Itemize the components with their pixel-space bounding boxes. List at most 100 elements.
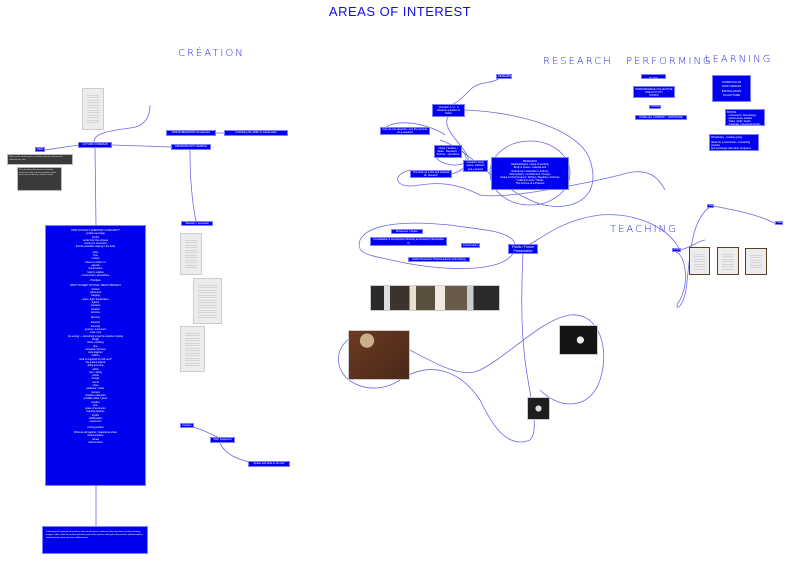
node-performing-place[interactable]: PLACE [649,105,661,109]
question-list-line: form [93,403,98,407]
learning-line: CURRICULUM [722,80,741,85]
question-list-line: documentation [87,434,104,438]
node-research-artistic[interactable]: Artistic Research: Practice-based method… [408,257,470,262]
question-list-line: body in relation [87,270,104,274]
photo-cards-image[interactable] [559,325,598,355]
question-list-line: experiment [89,420,102,424]
learning-line: BOOKS [727,110,737,114]
photo-cards-image[interactable] [527,397,550,420]
node-performing-prototype[interactable]: PROTOTYPE PLANS [641,74,666,79]
learning-line: Ideas for a curriculum / a teaching prac… [711,140,751,147]
teaching-sketch-image[interactable] [745,248,767,275]
node-learning-books[interactable]: BOOKS· movement / dramaturgy· performanc… [725,109,765,126]
document-image[interactable] [82,88,104,130]
node-teaching-talk[interactable]: Talk [775,221,783,225]
question-list-line: structure [90,310,101,314]
learning-line: · materials / structural design [727,123,761,126]
performing-line: PERFORMANCE COLLECTIVE [635,87,673,91]
node-happened[interactable]: Well, happened [210,437,235,443]
note-card[interactable]: Text describing the process of creation,… [17,167,62,191]
node-crossing[interactable]: CROSSING INTO SEARCH [171,144,211,150]
node-next[interactable]: Space and what to do next [248,461,290,467]
section-heading-creation: CRÉATION [178,48,245,59]
node-research-outline[interactable]: how we can describe / see the process as… [380,127,430,135]
question-list-line: words from the process [83,238,108,242]
node-studio[interactable]: A STUDIO IN BERLIN [78,142,112,148]
question-list-line: sound [92,380,99,384]
question-list-line: practice [91,400,100,404]
question-list-line: hanging [91,294,100,298]
question-list-line: ethics [92,367,99,371]
note-card[interactable]: Notes on the studio practice, working me… [7,154,73,165]
question-list-line: what remains [88,440,103,444]
node-glossary[interactable]: Glossary / exercises [181,221,213,226]
node-research-conversation[interactable]: Conversation [461,243,480,248]
node-dance-behavior[interactable]: DANCE BEHAVIOR introspection [166,130,216,136]
question-list-line: words [92,374,99,378]
learning-line: · performance studies [727,116,753,120]
node-archive-text[interactable]: Looking at the material we produce, how … [42,526,148,554]
photo-table-image[interactable] [348,330,410,380]
question-list-line: work together [88,351,103,355]
learning-line: JOINT DESIGN [721,84,742,89]
sketch-image[interactable] [180,326,205,372]
question-list-line: shared space [88,267,103,271]
question-list-line: relation [91,354,100,358]
learning-line: · Video / Edit / Audio [727,120,751,124]
question-list-line: thought [91,377,100,381]
sketch-image[interactable] [180,233,202,275]
node-research-constellation[interactable]: Constellation & Atmosphere Drawing as Re… [370,237,447,246]
question-list-line: rhythm [91,235,100,239]
question-list-line: the energy — something to get the practi… [68,334,123,338]
node-cultivating[interactable]: Cultivating the ability to create tasks [224,130,288,136]
question-list-line: what is important to hold next? [79,357,112,361]
research-line: RESEARCH [522,160,538,163]
section-heading-research: RESEARCH [543,56,613,67]
question-list-line: words you remember [84,242,107,246]
research-line: The Archive of a Practice [515,182,545,186]
question-list-line: situation [91,307,100,311]
question-list-line: rhythm [91,413,100,417]
question-list-line: design [91,337,100,341]
question-list-line: listening [91,324,100,328]
node-research-tag[interactable]: RESEARCH [496,74,512,79]
question-list-line: find the sensation staying in the body [75,245,116,249]
question-list-line: HOW TO HOLD A QUESTION / A PROJECT? [71,229,120,232]
question-list-line: attention [90,321,101,325]
teaching-sketch-image[interactable] [689,247,710,275]
question-list-line: choices [91,287,100,291]
node-question-list[interactable]: HOW TO HOLD A QUESTION / A PROJECT?posit… [45,225,146,486]
question-list-line: time [93,344,98,348]
question-list-line: audience / visitor [86,387,105,391]
node-teaching-ask[interactable]: Ask [707,204,714,208]
question-list-line: What we do together / material we share [74,430,117,434]
node-teaching-plan[interactable]: PLAN [672,248,681,252]
question-list-line: Principles [90,279,101,283]
teaching-sketch-image[interactable] [717,247,739,275]
question-list-line: agenda [91,263,100,267]
question-list-line: moment [91,390,100,394]
node-research-movement[interactable]: Movement / Space [391,229,423,234]
node-research-body[interactable]: The body as a tool and material for rese… [410,170,452,178]
question-list-line: environment / atmosphere [81,273,110,277]
node-performing-parallel[interactable]: PARALLEL COMPANY · EXPOSURE [635,115,687,120]
sketch-image[interactable] [193,278,222,324]
question-list-line: notes [92,384,99,388]
research-line: Body & space / material and [513,166,547,170]
photo-strip-image[interactable] [370,285,500,311]
node-research-question[interactable]: Question 1 / 2 · a research question to … [432,104,465,117]
node-research-notes[interactable]: Notes / Studies / Ideas · Research · Arc… [434,145,462,158]
node-info[interactable]: INFO [35,147,45,152]
question-list-line: references [89,291,102,295]
question-list-line: practices [90,304,101,308]
node-research-ongoing[interactable]: Ongoing research: body, space, situation… [463,160,488,172]
page-title: AREAS OF INTEREST [328,4,472,19]
question-list-line: figures [91,300,100,304]
performing-line: STUDIO [649,93,659,97]
node-feature[interactable]: Feature [180,423,194,428]
